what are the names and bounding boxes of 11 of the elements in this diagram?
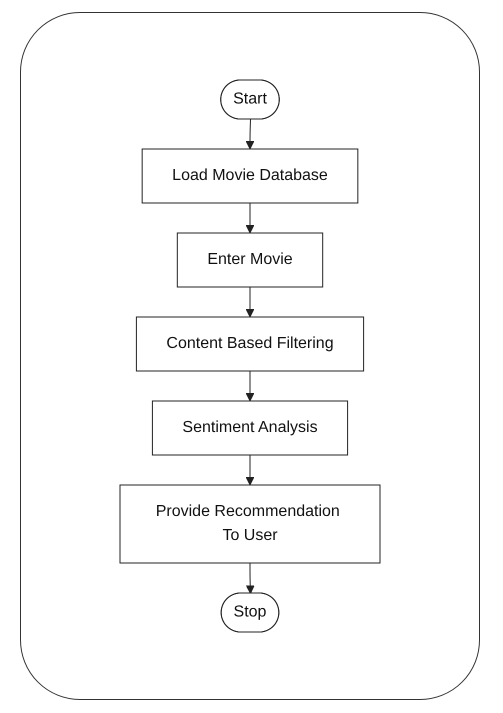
arrow (246, 562, 255, 594)
node-box: Enter Movie (176, 232, 324, 288)
node-box: Sentiment Analysis (152, 400, 348, 456)
arrow (246, 202, 254, 234)
arrow (246, 119, 254, 150)
arrow (246, 454, 254, 486)
node-box: Provide Recommendation To User (120, 484, 380, 564)
arrow (246, 370, 254, 402)
node-box: Load Movie Database (142, 148, 358, 204)
arrow (246, 286, 254, 318)
node-box: Content Based Filtering (136, 316, 364, 372)
